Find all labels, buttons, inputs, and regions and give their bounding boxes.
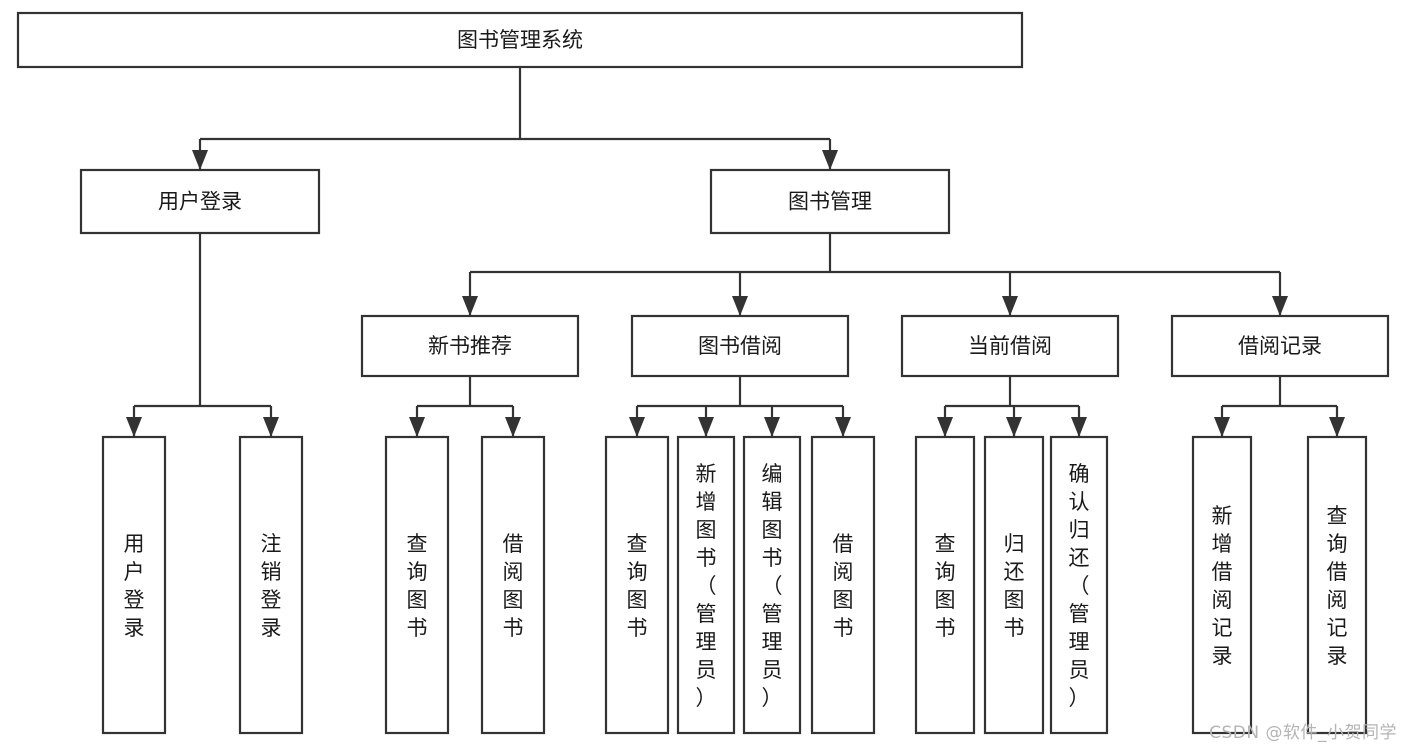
node-user-login-label: 用户登录 (158, 190, 242, 214)
node-leaf-query-record-label: 查询借阅记录 (1327, 504, 1348, 668)
node-leaf-confirm-return-box[interactable] (1049, 435, 1109, 735)
node-current-borrow-box[interactable] (900, 314, 1120, 378)
node-book-borrow[interactable]: 图书借阅 (630, 314, 850, 378)
node-leaf-add-book-label: 新增图书（管理员） (696, 462, 717, 710)
node-borrow-record-label: 借阅记录 (1238, 334, 1322, 358)
node-leaf-borrow-book-bor[interactable]: 借阅图书 (810, 435, 876, 735)
node-leaf-query-book-cur-label: 查询图书 (935, 532, 956, 640)
node-new-book-recommend[interactable]: 新书推荐 (360, 314, 580, 378)
node-leaf-query-book-rec-label: 查询图书 (407, 532, 428, 640)
arrow-head-icon (1329, 417, 1345, 437)
node-user-login-box[interactable] (79, 168, 321, 235)
arrow-head-icon (1002, 296, 1018, 316)
node-current-borrow-label: 当前借阅 (968, 334, 1052, 358)
node-leaf-query-book-rec[interactable]: 查询图书 (384, 435, 450, 735)
node-leaf-query-record-box[interactable] (1306, 435, 1368, 735)
node-leaf-borrow-book-rec[interactable]: 借阅图书 (480, 435, 546, 735)
arrow-head-icon (462, 296, 478, 316)
node-leaf-edit-book-label: 编辑图书（管理员） (762, 462, 783, 710)
node-leaf-add-record[interactable]: 新增借阅记录 (1191, 435, 1253, 735)
node-book-borrow-box[interactable] (630, 314, 850, 378)
node-leaf-query-book-cur-box[interactable] (914, 435, 976, 735)
node-leaf-add-book[interactable]: 新增图书（管理员） (676, 435, 736, 735)
node-new-book-recommend-box[interactable] (360, 314, 580, 378)
node-leaf-confirm-return-label: 确认归还（管理员） (1069, 462, 1090, 710)
arrow-head-icon (126, 417, 142, 437)
arrow-head-icon (698, 417, 714, 437)
node-leaf-add-book-box[interactable] (676, 435, 736, 735)
arrow-head-icon (1006, 417, 1022, 437)
arrow-head-icon (835, 417, 851, 437)
node-leaf-borrow-book-bor-box[interactable] (810, 435, 876, 735)
node-leaf-return-book[interactable]: 归还图书 (983, 435, 1045, 735)
node-root-system-box[interactable] (16, 11, 1024, 69)
node-book-management-label: 图书管理 (788, 190, 872, 214)
arrow-head-icon (409, 417, 425, 437)
arrow-head-icon (505, 417, 521, 437)
node-leaf-logout-label: 注销登录 (261, 532, 282, 640)
node-book-borrow-label: 图书借阅 (698, 334, 782, 358)
arrow-head-icon (192, 150, 208, 170)
node-borrow-record-box[interactable] (1170, 314, 1390, 378)
node-leaf-borrow-book-bor-label: 借阅图书 (833, 532, 854, 640)
node-leaf-logout[interactable]: 注销登录 (238, 435, 304, 735)
node-new-book-recommend-label: 新书推荐 (428, 334, 512, 358)
node-leaf-query-book-bor-label: 查询图书 (627, 532, 648, 640)
node-leaf-query-book-bor[interactable]: 查询图书 (604, 435, 670, 735)
connectors-layer (126, 67, 1345, 437)
node-leaf-borrow-book-rec-label: 借阅图书 (503, 532, 524, 640)
node-leaf-edit-book-box[interactable] (742, 435, 802, 735)
node-book-management[interactable]: 图书管理 (709, 168, 951, 235)
node-leaf-user-login-box[interactable] (101, 435, 167, 735)
node-leaf-edit-book[interactable]: 编辑图书（管理员） (742, 435, 802, 735)
node-borrow-record[interactable]: 借阅记录 (1170, 314, 1390, 378)
node-root-system-label: 图书管理系统 (457, 28, 583, 52)
node-root-system[interactable]: 图书管理系统 (16, 11, 1024, 69)
arrow-head-icon (764, 417, 780, 437)
arrow-head-icon (1272, 296, 1288, 316)
node-leaf-user-login[interactable]: 用户登录 (101, 435, 167, 735)
node-leaf-user-login-label: 用户登录 (124, 532, 145, 640)
node-leaf-logout-box[interactable] (238, 435, 304, 735)
arrow-head-icon (937, 417, 953, 437)
node-leaf-add-record-box[interactable] (1191, 435, 1253, 735)
node-leaf-query-record[interactable]: 查询借阅记录 (1306, 435, 1368, 735)
node-current-borrow[interactable]: 当前借阅 (900, 314, 1120, 378)
node-leaf-borrow-book-rec-box[interactable] (480, 435, 546, 735)
node-leaf-confirm-return[interactable]: 确认归还（管理员） (1049, 435, 1109, 735)
node-user-login[interactable]: 用户登录 (79, 168, 321, 235)
node-leaf-return-book-label: 归还图书 (1004, 532, 1025, 640)
node-leaf-query-book-cur[interactable]: 查询图书 (914, 435, 976, 735)
arrow-head-icon (822, 150, 838, 170)
arrow-head-icon (263, 417, 279, 437)
arrow-head-icon (1071, 417, 1087, 437)
node-leaf-query-book-rec-box[interactable] (384, 435, 450, 735)
node-book-management-box[interactable] (709, 168, 951, 235)
arrow-head-icon (629, 417, 645, 437)
node-leaf-query-book-bor-box[interactable] (604, 435, 670, 735)
arrow-head-icon (732, 296, 748, 316)
arrow-head-icon (1214, 417, 1230, 437)
node-leaf-return-book-box[interactable] (983, 435, 1045, 735)
node-leaf-add-record-label: 新增借阅记录 (1212, 504, 1233, 668)
nodes-layer: 图书管理系统用户登录图书管理新书推荐图书借阅当前借阅借阅记录用户登录注销登录查询… (16, 11, 1390, 735)
